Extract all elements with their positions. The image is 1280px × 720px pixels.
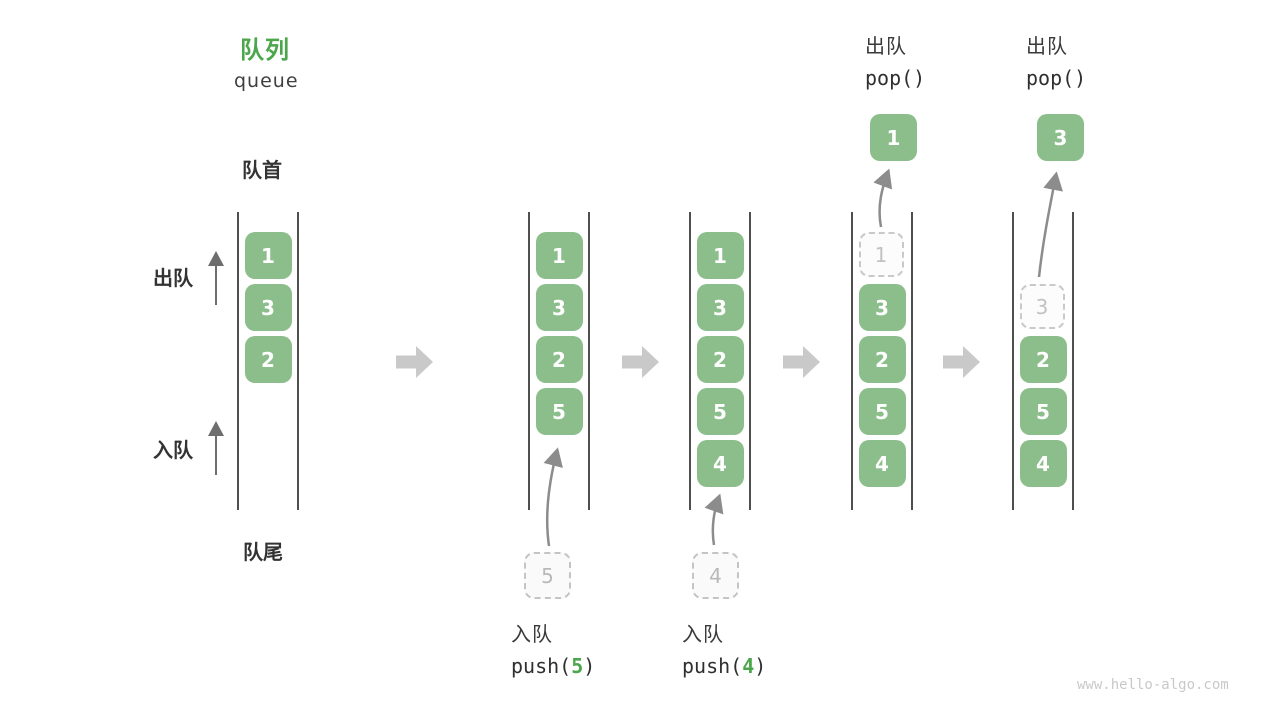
column-right-rail (911, 212, 913, 510)
popped-ghost-cell: 1 (858, 232, 904, 277)
queue-cell: 3 (244, 284, 292, 331)
step-arrow-icon (783, 346, 820, 378)
incoming-element-box: 5 (524, 552, 571, 599)
rear-label: 队尾 (243, 540, 283, 564)
column-right-rail (297, 212, 299, 510)
queue-cell: 4 (1019, 440, 1067, 487)
column-left-rail (237, 212, 239, 510)
queue-cell: 2 (696, 336, 744, 383)
popped-element-box: 3 (1037, 114, 1084, 161)
queue-cell: 5 (535, 388, 583, 435)
column-left-rail (1012, 212, 1014, 510)
step-arrow-icon (396, 346, 433, 378)
queue-cell: 5 (1019, 388, 1067, 435)
queue-cell: 2 (535, 336, 583, 383)
enqueue-code-post: ) (754, 654, 767, 678)
queue-cell: 2 (244, 336, 292, 383)
enqueue-code-pre: push( (682, 654, 743, 678)
watermark: www.hello-algo.com (1077, 677, 1229, 693)
queue-cell: 4 (696, 440, 744, 487)
popped-ghost-cell: 3 (1019, 284, 1065, 329)
enqueue-code-pre: push( (511, 654, 572, 678)
enqueue-op-label: 入队 (511, 622, 553, 646)
step-arrow-icon (622, 346, 659, 378)
dequeue-op-label: 出队 (865, 34, 907, 58)
enqueue-op-code: push(4) (682, 654, 766, 678)
column-right-rail (749, 212, 751, 510)
queue-cell: 2 (1019, 336, 1067, 383)
pop-1-arrow-icon (873, 168, 893, 228)
column-left-rail (689, 212, 691, 510)
dequeue-op-code: pop() (865, 66, 926, 90)
pop-3-arrow-icon (1037, 171, 1063, 278)
enqueue-side-label: 入队 (153, 438, 193, 462)
queue-cell: 5 (858, 388, 906, 435)
front-label: 队首 (242, 158, 282, 182)
column-right-rail (1072, 212, 1074, 510)
enqueue-op-label: 入队 (682, 622, 724, 646)
queue-cell: 1 (535, 232, 583, 279)
queue-cell: 3 (696, 284, 744, 331)
push-4-arrow-icon (704, 493, 724, 546)
popped-element-box: 1 (870, 114, 917, 161)
enqueue-code-arg: 5 (571, 654, 584, 678)
queue-cell: 1 (696, 232, 744, 279)
incoming-element-box: 4 (692, 552, 739, 599)
queue-cell: 5 (696, 388, 744, 435)
queue-cell: 3 (858, 284, 906, 331)
step-arrow-icon (943, 346, 980, 378)
push-5-arrow-icon (543, 447, 563, 547)
enqueue-code-arg: 4 (742, 654, 755, 678)
column-left-rail (851, 212, 853, 510)
queue-cell: 3 (535, 284, 583, 331)
queue-cell: 4 (858, 440, 906, 487)
page-subtitle: queue (234, 70, 299, 92)
enqueue-op-code: push(5) (511, 654, 595, 678)
dequeue-side-label: 出队 (153, 266, 193, 290)
enqueue-code-post: ) (583, 654, 596, 678)
queue-cell: 2 (858, 336, 906, 383)
queue-cell: 1 (244, 232, 292, 279)
dequeue-op-code: pop() (1026, 66, 1087, 90)
page-title: 队列 (240, 36, 290, 64)
dequeue-op-label: 出队 (1026, 34, 1068, 58)
column-left-rail (528, 212, 530, 510)
column-right-rail (588, 212, 590, 510)
